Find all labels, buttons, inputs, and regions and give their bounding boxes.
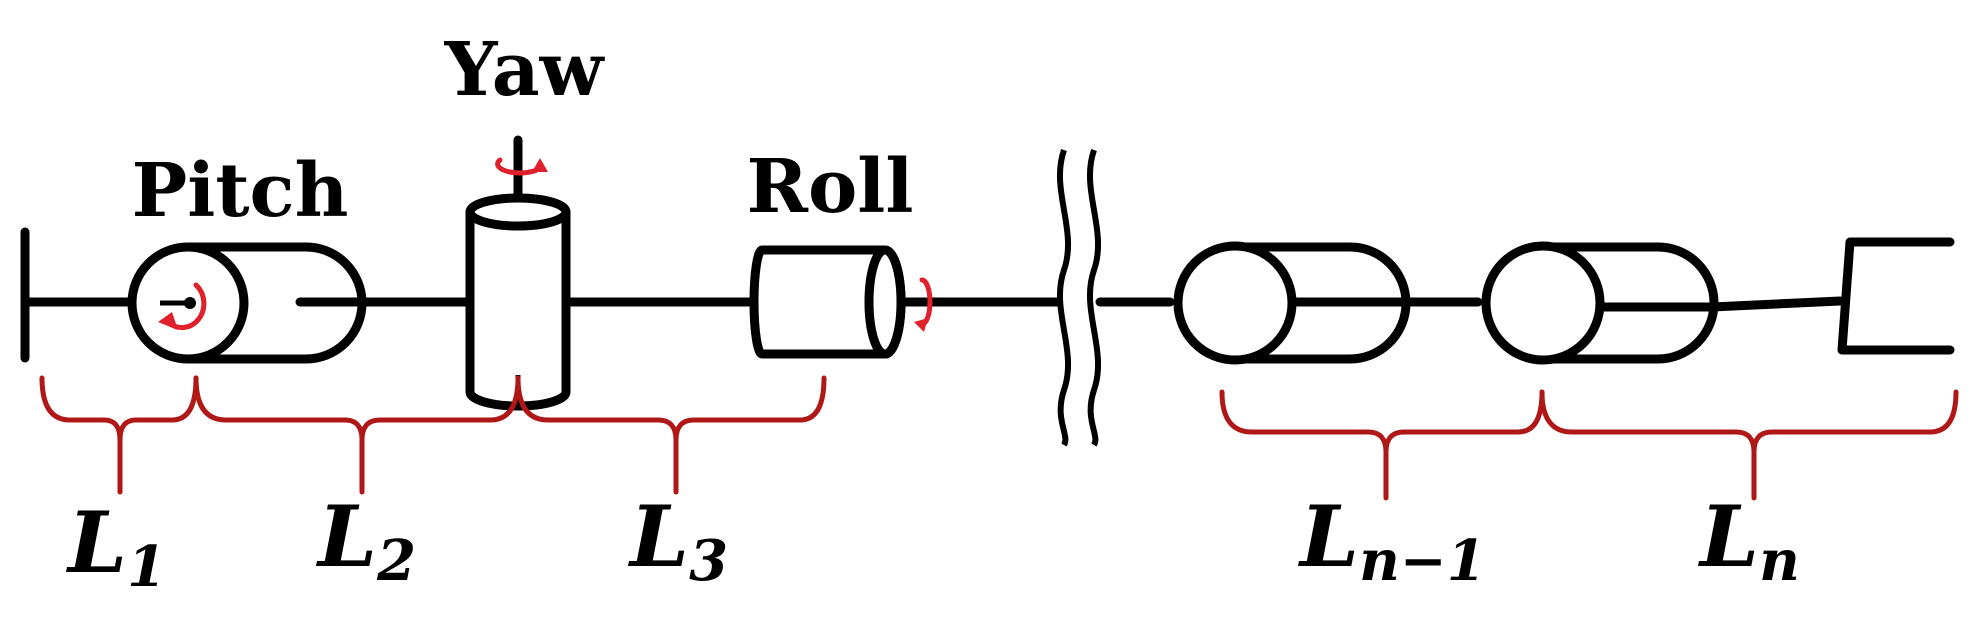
pitch-joint [127, 242, 369, 364]
roll-label: Roll [746, 144, 913, 230]
link-label-1: L1 [66, 493, 166, 600]
link-label-n: Ln [1698, 487, 1800, 594]
yaw-joint [465, 135, 571, 411]
roll-joint [749, 245, 933, 359]
link-braces [39, 375, 1959, 501]
link-label-2: L2 [316, 487, 416, 594]
roll-rotation-icon [914, 277, 933, 332]
gripper [1837, 237, 1955, 355]
chain-break-symbol [1057, 149, 1101, 447]
yaw-label: Yaw [444, 27, 606, 113]
link-label-n-minus-1: Ln−1 [1298, 487, 1486, 594]
pitch-rotation-icon [158, 282, 207, 331]
yaw-rotation-icon [495, 157, 548, 176]
link-label-3: L3 [628, 487, 728, 594]
joint-n [1481, 241, 1719, 365]
joint-n-minus-1 [1173, 241, 1413, 365]
pitch-label: Pitch [132, 148, 349, 234]
